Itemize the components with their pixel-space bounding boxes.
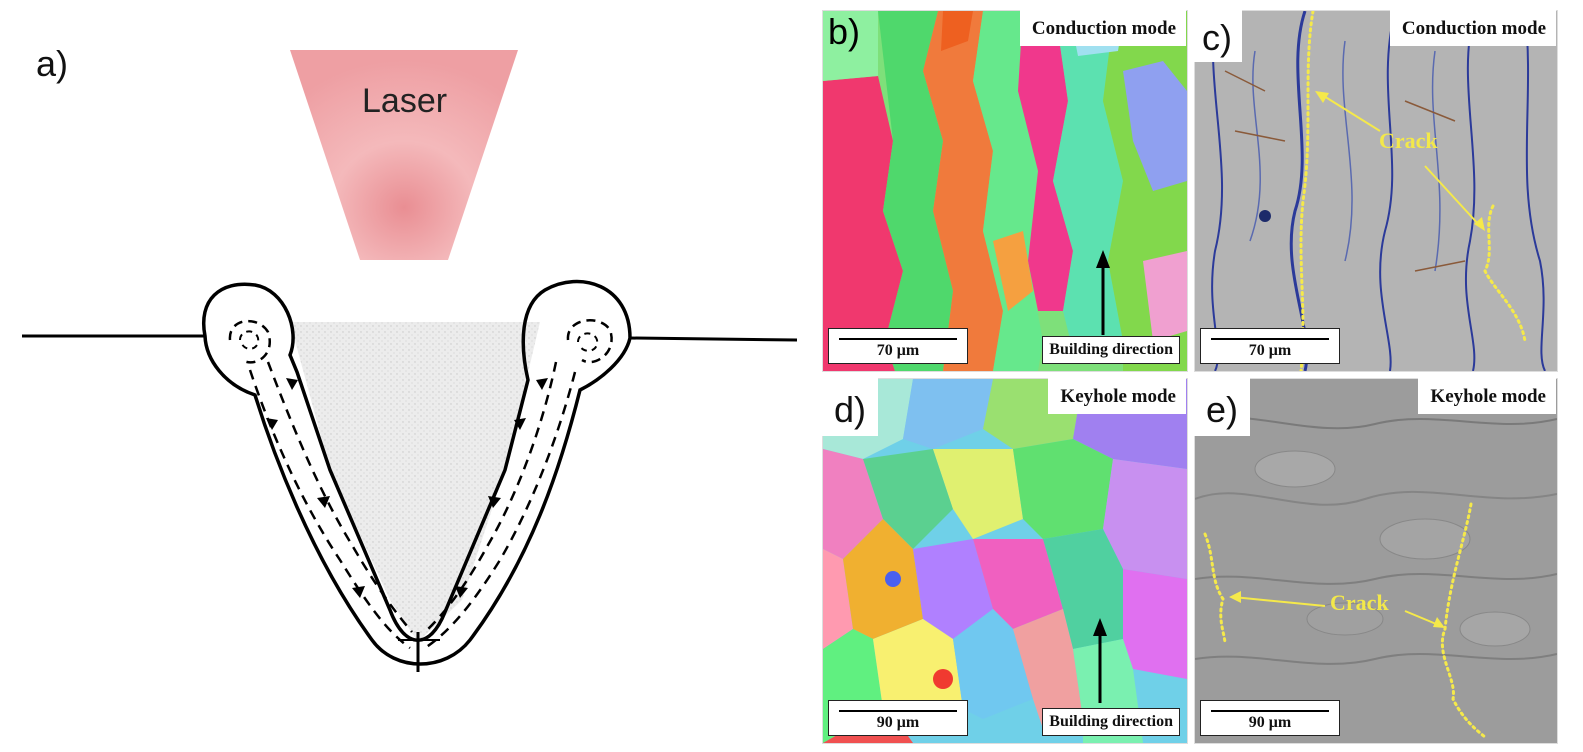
- panel-c-sem-image: [1194, 10, 1558, 372]
- panel-c-crack-1: [1299, 11, 1315, 371]
- panel-d-scalebar: 90 μm: [828, 700, 968, 736]
- flow-arrow-right-4: [455, 586, 468, 598]
- melt-pool-outline: [202, 279, 632, 666]
- laser-beam-shape: [290, 50, 518, 260]
- panel-d-scale-text: 90 μm: [876, 714, 920, 731]
- flow-arrow-right-3: [488, 496, 501, 508]
- flow-arrow-left-2: [266, 418, 278, 430]
- flow-loop-left: [228, 319, 271, 364]
- panel-e-label: e): [1194, 378, 1251, 436]
- panel-b-direction-arrow: [1096, 250, 1110, 335]
- panel-e-crack-label: Crack: [1330, 590, 1389, 615]
- flow-arrow-left-4: [352, 586, 365, 598]
- panel-e-sem-image: [1194, 378, 1558, 744]
- panel-c-scalebar: 70 μm: [1200, 328, 1340, 364]
- panel-d-label: d): [822, 378, 879, 436]
- panel-d-building-direction: Building direction: [1042, 708, 1180, 736]
- ebsd-grains-conduction: [823, 11, 1187, 371]
- panel-d-direction-arrow: [1093, 618, 1107, 703]
- flow-arrow-right-2: [514, 418, 526, 430]
- panel-e-crack-1: [1203, 532, 1227, 646]
- flow-arrow-left-3: [317, 496, 330, 508]
- panel-b-building-direction: Building direction: [1042, 336, 1180, 364]
- flow-loop-left-inner: [239, 330, 260, 350]
- sem-conduction-texture: [1195, 11, 1557, 371]
- panel-c-scale-text: 70 μm: [1248, 342, 1292, 359]
- sem-keyhole-texture: [1195, 379, 1557, 743]
- flow-path-right: [424, 371, 577, 650]
- panel-c-crack-label: Crack: [1379, 128, 1438, 153]
- panel-c-label: c): [1194, 10, 1242, 62]
- flow-path-left-b: [266, 361, 413, 633]
- flow-loop-right-inner: [577, 332, 599, 352]
- panel-e-scalebar: 90 μm: [1200, 700, 1340, 736]
- panel-c-crack-2: [1483, 204, 1527, 343]
- panel-c-mode-label: Conduction mode: [1389, 10, 1556, 46]
- panel-b-label: b): [828, 11, 861, 52]
- panel-b-scale-text: 70 μm: [876, 342, 920, 359]
- panel-d-mode-label: Keyhole mode: [1048, 378, 1186, 414]
- panel-e-crack-2: [1440, 502, 1487, 739]
- flow-arrow-right-1: [536, 378, 548, 390]
- panel-b-mode-label: Conduction mode: [1019, 10, 1186, 46]
- panel-e-scale-text: 90 μm: [1248, 714, 1292, 731]
- panel-b-scalebar: 70 μm: [828, 328, 968, 364]
- keyhole-cavity: [290, 322, 540, 642]
- panel-b-ebsd-map: [822, 10, 1188, 372]
- panel-a-label: a): [36, 43, 69, 84]
- flow-loop-right: [566, 319, 613, 364]
- surface-line-right: [629, 336, 798, 342]
- panel-e-mode-label: Keyhole mode: [1418, 378, 1556, 414]
- laser-welding-schematic: [22, 50, 798, 672]
- flow-arrow-left-1: [286, 378, 298, 390]
- laser-label: Laser: [362, 82, 448, 120]
